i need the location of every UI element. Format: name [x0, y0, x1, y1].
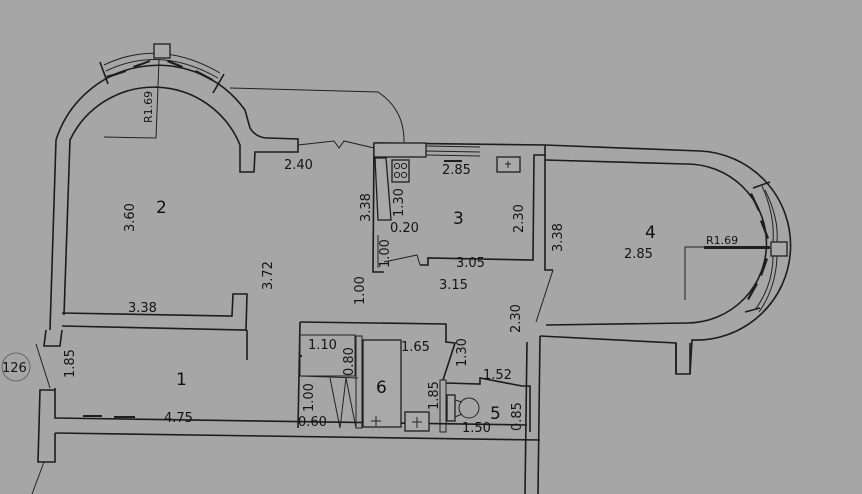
dim-1-85-room1: 1.85	[63, 349, 78, 378]
toilet-tank-icon	[446, 394, 456, 422]
room-1-number: 1	[176, 370, 187, 390]
sink-plus-icon	[505, 161, 511, 168]
dim-2-30-room3: 2.30	[512, 204, 527, 233]
dim-3-05: 3.05	[456, 256, 485, 271]
window-pier	[770, 241, 788, 257]
room-2-radius-label: R1.69	[142, 91, 155, 123]
dim-0-60: 0.60	[298, 415, 327, 430]
dim-3-38-room3: 3.38	[359, 193, 374, 222]
toilet-bowl-icon	[458, 397, 480, 419]
room-5-number: 5	[490, 404, 501, 424]
dim-3-38-room4: 3.38	[551, 223, 566, 252]
dim-1-10: 1.10	[308, 338, 337, 353]
room-6-number: 6	[376, 378, 387, 398]
dim-1-30-room3: 1.30	[392, 188, 407, 217]
dim-2-40: 2.40	[284, 158, 313, 173]
dim-3-38-room2: 3.38	[128, 301, 157, 316]
dim-0-80: 0.80	[342, 347, 357, 376]
dim-1-00-room3: 1.00	[378, 239, 393, 268]
plan-marker-label: 126	[2, 361, 27, 376]
room-3-walls	[372, 142, 546, 273]
dim-4-75: 4.75	[164, 411, 193, 426]
room-3-number: 3	[453, 209, 464, 229]
dim-2-85-room3: 2.85	[442, 163, 471, 178]
dim-3-60: 3.60	[123, 203, 138, 232]
room-2-number: 2	[156, 198, 167, 218]
bathroom-block-walls	[297, 321, 531, 433]
room-4-number: 4	[645, 223, 656, 243]
dim-1-00-closet: 1.00	[302, 383, 317, 412]
dim-0-85: 0.85	[510, 402, 525, 431]
plan-marker-circle	[1, 352, 31, 382]
dim-1-85-room5: 1.85	[427, 381, 442, 410]
room-2-walls	[49, 43, 405, 331]
window-pier	[153, 43, 171, 59]
dim-1-30-room6: 1.30	[455, 338, 470, 367]
dim-2-30-corridor: 2.30	[509, 304, 524, 333]
dim-2-85-room4: 2.85	[624, 247, 653, 262]
kitchen-door-leaf	[374, 157, 392, 221]
kitchen-wall-block	[373, 142, 427, 158]
dim-1-50: 1.50	[462, 421, 491, 436]
room-4-radius-label: R1.69	[706, 234, 738, 247]
dim-3-15: 3.15	[439, 278, 468, 293]
dim-3-72: 3.72	[261, 261, 276, 290]
dim-1-00-corridor: 1.00	[353, 276, 368, 305]
stove-icon	[391, 159, 410, 183]
room-4-walls	[524, 144, 792, 494]
dim-1-52: 1.52	[483, 368, 512, 383]
bathtub-icon	[362, 339, 402, 428]
dim-1-65: 1.65	[401, 340, 430, 355]
dim-0-20: 0.20	[390, 221, 419, 236]
